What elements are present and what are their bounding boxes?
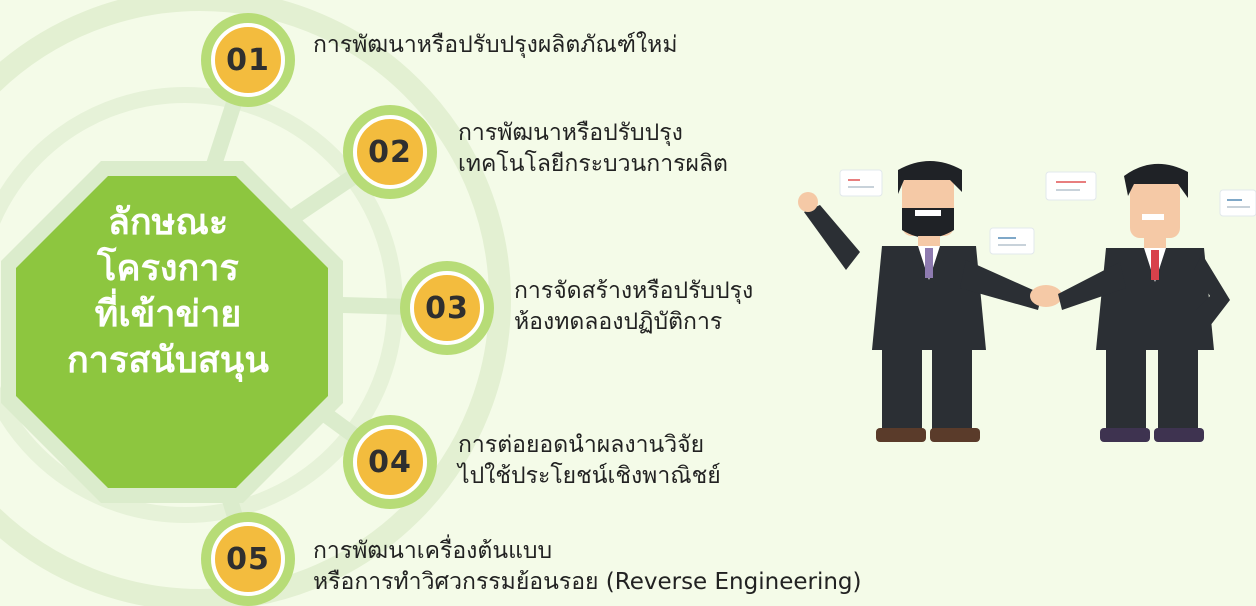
item-01-text: การพัฒนาหรือปรับปรุงผลิตภัณฑ์ใหม่	[313, 30, 678, 61]
badge-01: 01	[201, 13, 295, 107]
item-02-line-2: เทคโนโลยีกระบวนการผลิต	[458, 151, 728, 177]
badge-02-number: 02	[353, 115, 427, 189]
chat-bubble-icon	[1045, 171, 1097, 201]
handshake-hands	[1030, 285, 1062, 307]
item-03-line-1: การจัดสร้างหรือปรับปรุง	[514, 278, 754, 304]
item-02-line-1: การพัฒนาหรือปรับปรุง	[458, 120, 683, 146]
badge-05-number: 05	[211, 522, 285, 596]
center-octagon	[16, 176, 328, 488]
chat-bubble-icon	[989, 227, 1035, 255]
item-05-text: การพัฒนาเครื่องต้นแบบ หรือการทำวิศวกรรมย…	[313, 536, 862, 598]
businessman-right	[1058, 163, 1230, 442]
chat-bubble-icon	[1219, 189, 1256, 217]
center-label: ลักษณะ โครงการ ที่เข้าข่าย การสนับสนุน	[18, 200, 318, 384]
badge-02: 02	[343, 105, 437, 199]
badge-01-number: 01	[211, 23, 285, 97]
item-01-line-1: การพัฒนาหรือปรับปรุงผลิตภัณฑ์ใหม่	[313, 32, 678, 58]
center-label-line-1: ลักษณะ	[107, 202, 229, 243]
item-03-line-2: ห้องทดลองปฏิบัติการ	[514, 309, 723, 335]
chat-bubble-icon	[839, 169, 883, 197]
businessman-left	[798, 161, 1042, 442]
center-label-line-3: ที่เข้าข่าย	[94, 294, 242, 335]
center-label-line-4: การสนับสนุน	[67, 340, 269, 381]
badge-04-number: 04	[353, 425, 427, 499]
item-04-line-2: ไปใช้ประโยชน์เชิงพาณิชย์	[458, 463, 721, 489]
outer-ring	[0, 0, 511, 606]
item-02-text: การพัฒนาหรือปรับปรุง เทคโนโลยีกระบวนการผ…	[458, 118, 728, 180]
badge-05: 05	[201, 512, 295, 606]
item-04-line-1: การต่อยอดนำผลงานวิจัย	[458, 432, 705, 458]
item-05-line-1: การพัฒนาเครื่องต้นแบบ	[313, 538, 553, 564]
badge-04: 04	[343, 415, 437, 509]
badge-03-number: 03	[410, 271, 484, 345]
handshake-illustration	[798, 161, 1256, 442]
badge-03: 03	[400, 261, 494, 355]
item-05-line-2: หรือการทำวิศวกรรมย้อนรอย (Reverse Engine…	[313, 569, 862, 595]
item-03-text: การจัดสร้างหรือปรับปรุง ห้องทดลองปฏิบัติ…	[514, 276, 753, 338]
center-label-line-2: โครงการ	[97, 248, 239, 289]
item-04-text: การต่อยอดนำผลงานวิจัย ไปใช้ประโยชน์เชิงพ…	[458, 430, 721, 492]
